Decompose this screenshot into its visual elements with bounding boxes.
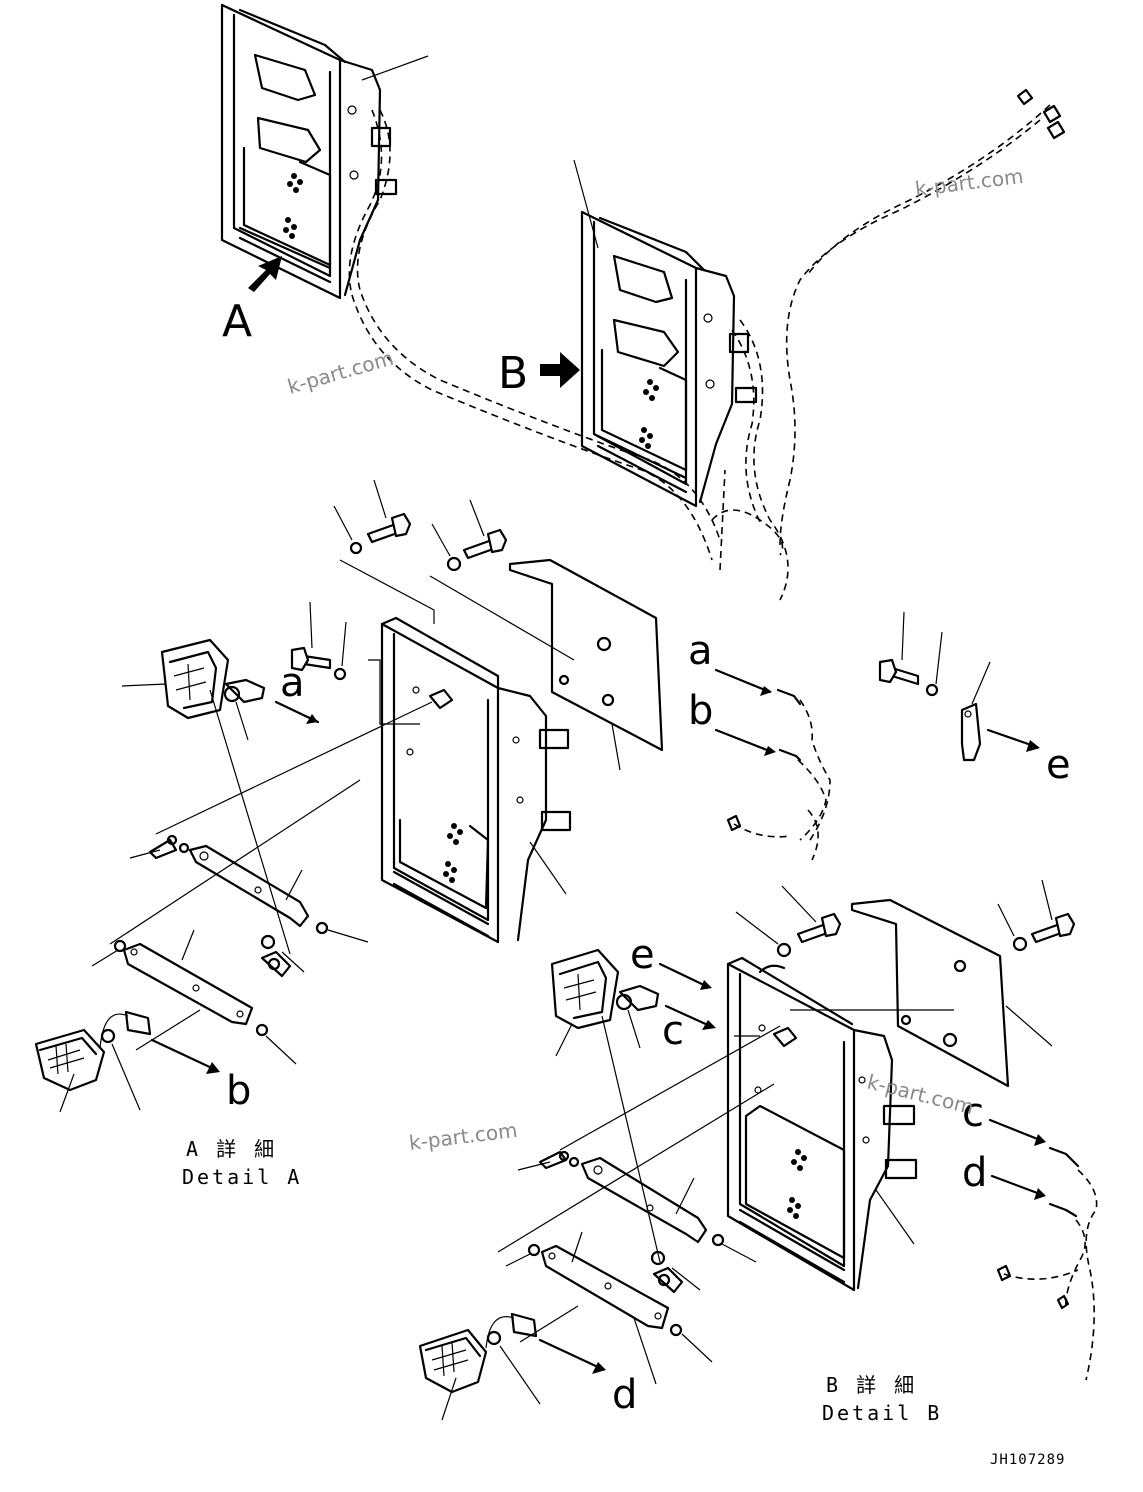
connector-a-left: a	[280, 660, 305, 706]
connector-d-left: d	[612, 1372, 637, 1418]
connector-a-right: a	[688, 628, 713, 674]
bracket-e: e	[878, 611, 1071, 788]
detail-b-caption-jp: B 詳 細	[826, 1373, 917, 1397]
assembly-view-a: A	[220, 3, 429, 347]
connector-e-right: e	[1046, 742, 1071, 788]
watermark: k-part.com	[865, 1070, 976, 1120]
connector-d-right: d	[962, 1150, 987, 1196]
detail-a-caption-en: Detail A	[182, 1165, 302, 1189]
assembly-view-b: B	[498, 159, 789, 601]
watermark: k-part.com	[285, 346, 396, 399]
connector-b-right: b	[688, 688, 713, 734]
watermark: k-part.com	[914, 164, 1025, 201]
detail-b-exploded: e c	[418, 879, 1076, 1421]
detail-b-caption-en: Detail B	[822, 1401, 942, 1425]
view-a-label: A	[222, 296, 252, 347]
view-b-label: B	[498, 348, 528, 399]
detail-a-exploded: a	[34, 479, 664, 1114]
harness-ab-right: a b	[688, 628, 831, 861]
drawing-code: JH107289	[990, 1452, 1065, 1468]
harness-top-right	[779, 88, 1066, 546]
detail-a-caption-jp: A 詳 細	[186, 1137, 277, 1161]
harness-cd-right: c d	[962, 1090, 1098, 1381]
connector-c-right: c	[962, 1090, 984, 1136]
watermark: k-part.com	[408, 1118, 519, 1155]
connector-c-left: c	[662, 1008, 684, 1054]
connector-e-left: e	[630, 932, 655, 978]
connector-b-left: b	[226, 1068, 251, 1114]
